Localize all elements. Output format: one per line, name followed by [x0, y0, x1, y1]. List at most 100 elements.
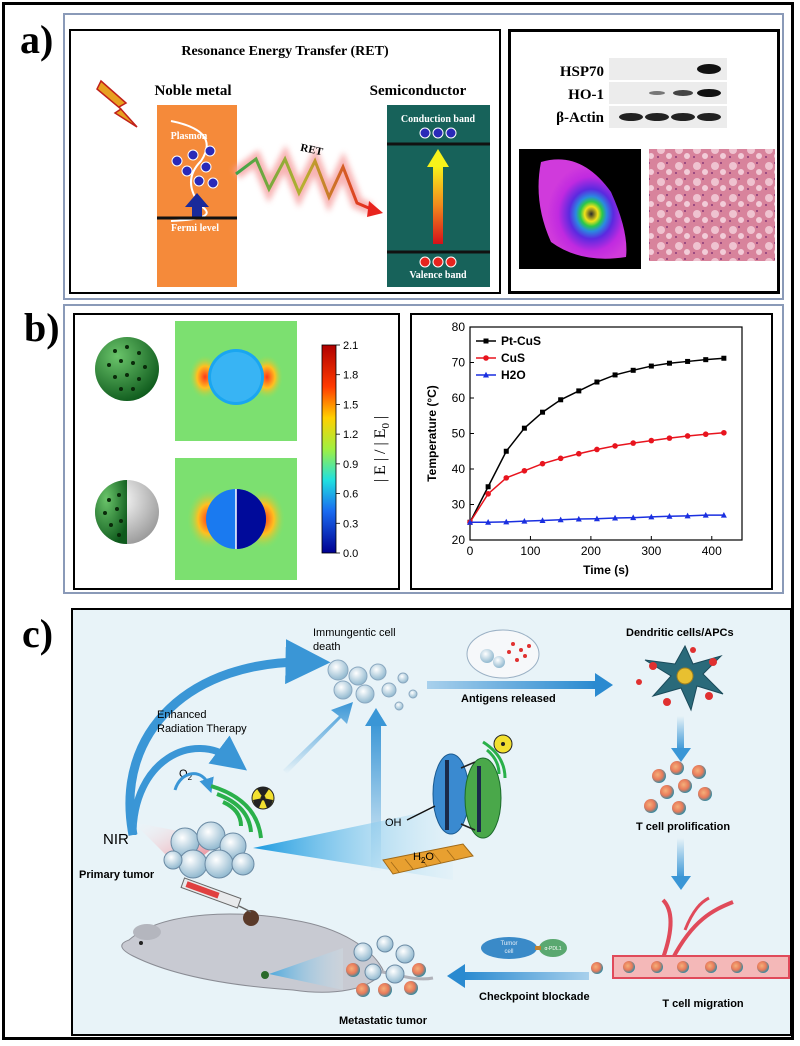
x-tick-label: 200 — [581, 544, 601, 558]
up-arrow-icon — [185, 193, 209, 217]
svg-text:α-PDL1: α-PDL1 — [544, 946, 561, 952]
panel-b-frame — [63, 304, 784, 594]
data-point — [521, 467, 528, 474]
data-point — [594, 446, 600, 453]
plasmon-label: Plasmon — [171, 131, 208, 142]
data-point — [485, 491, 491, 497]
radiation-hazard-icon — [251, 786, 275, 810]
y-tick-label: 30 — [452, 498, 466, 512]
light-bolt-icon — [96, 79, 138, 128]
semiconductor-label: Semiconductor — [370, 83, 467, 99]
y-tick-label: 80 — [452, 320, 466, 334]
data-point — [503, 475, 510, 481]
t-cells-cluster — [644, 761, 712, 815]
data-point — [612, 443, 618, 449]
data-point — [539, 460, 546, 467]
data-point — [702, 511, 709, 518]
legend-label: Pt-CuS — [501, 334, 541, 348]
data-point — [666, 360, 672, 366]
cb-electron-icons — [419, 127, 457, 139]
svg-text:cell: cell — [504, 949, 513, 955]
thermal-hotspot — [538, 159, 627, 259]
legend-label: CuS — [501, 351, 525, 365]
sphere-pores-1 — [107, 345, 147, 391]
ret-arrowhead-icon — [367, 201, 383, 217]
ret-diagram: Resonance Energy Transfer (RET) Noble me… — [69, 29, 501, 294]
ret-title: Resonance Energy Transfer (RET) — [181, 44, 389, 59]
radiation-waves-icon — [210, 784, 263, 839]
fermi-level-label: Fermi level — [171, 223, 219, 234]
x-axis-title: Time (s) — [583, 563, 629, 577]
immunotherapy-scheme-svg: Immungentic cell death Antigens released — [79, 627, 790, 1027]
colorbar — [321, 344, 337, 554]
immunotherapy-scheme: Immungentic cell death Antigens released — [71, 608, 792, 1036]
data-point — [503, 518, 510, 525]
antigen-particles — [480, 642, 531, 668]
sphere-janus-green-half — [95, 480, 127, 544]
data-point — [648, 437, 655, 444]
y-tick-label: 50 — [452, 427, 466, 441]
data-point — [485, 519, 492, 525]
t-migration-label: T cell migration — [662, 998, 744, 1010]
noble-metal-label: Noble metal — [154, 83, 231, 99]
tcell-to-migration-arrow — [677, 838, 684, 878]
field-simulation-svg: 2.11.81.51.20.90.60.30.0 | E | / | E0 | — [95, 321, 392, 580]
data-point — [576, 450, 582, 457]
band-gap-arrowhead-icon — [427, 149, 449, 167]
data-point — [612, 372, 618, 378]
biology-results-svg: HSP70 HO-1 β-Actin — [519, 58, 775, 269]
colorbar-tick-label: 1.5 — [343, 399, 358, 411]
syringe-icon — [180, 877, 252, 913]
oh-label: OH — [385, 817, 402, 829]
checkpoint-label: Checkpoint blockade — [479, 991, 590, 1003]
electron-icons — [171, 145, 219, 189]
data-point — [539, 517, 546, 523]
plasmon-curve — [170, 120, 208, 222]
data-point — [702, 431, 709, 438]
blot-label-hsp70: HSP70 — [560, 64, 604, 80]
colorbar-label: | E | / | E0 | — [372, 416, 392, 482]
primary-tumor-cluster — [163, 821, 255, 879]
migrating-t-cells — [591, 961, 769, 974]
panel-b-label: b) — [24, 305, 60, 350]
data-point — [557, 516, 564, 523]
y-tick-label: 70 — [452, 356, 466, 370]
colorbar-tick-label: 0.0 — [343, 548, 358, 560]
antigen-bubble — [466, 629, 540, 679]
ret-diagram-svg: Resonance Energy Transfer (RET) Noble me… — [96, 44, 490, 287]
nir-label: NIR — [103, 831, 129, 848]
tumor-cell-pdl1: Tumor cell α-PDL1 — [481, 937, 567, 959]
ret-wave — [235, 155, 372, 211]
primary-tumor-label: Primary tumor — [79, 869, 155, 881]
data-point — [720, 511, 727, 518]
conduction-band-label: Conduction band — [401, 114, 476, 125]
panel-c-label: c) — [22, 611, 54, 656]
data-point — [575, 515, 582, 522]
icd-label-line2: death — [313, 641, 341, 653]
data-point — [521, 517, 528, 524]
data-point — [685, 358, 691, 364]
x-tick-label: 0 — [467, 544, 474, 558]
icd-label-line1: Immungentic cell — [313, 627, 396, 639]
data-point — [612, 514, 619, 521]
radiation-to-icd-arrow — [283, 702, 353, 774]
data-point — [630, 440, 636, 446]
data-point — [703, 357, 709, 363]
data-point — [648, 363, 654, 369]
colorbar-tick-label: 0.9 — [343, 459, 358, 471]
colorbar-tick-label: 0.6 — [343, 489, 358, 501]
sphere-full-cus — [95, 337, 159, 401]
data-point — [666, 435, 673, 441]
antigen-arrow — [427, 681, 595, 689]
t-prolif-label: T cell prolification — [636, 821, 730, 833]
y-tick-label: 60 — [452, 391, 466, 405]
histology-image — [649, 149, 775, 261]
band-gap-arrow — [433, 166, 443, 244]
metastasis-beam — [269, 948, 343, 990]
data-point — [630, 367, 636, 373]
checkpoint-arrow — [463, 972, 589, 980]
ret-label: RET — [299, 142, 324, 159]
